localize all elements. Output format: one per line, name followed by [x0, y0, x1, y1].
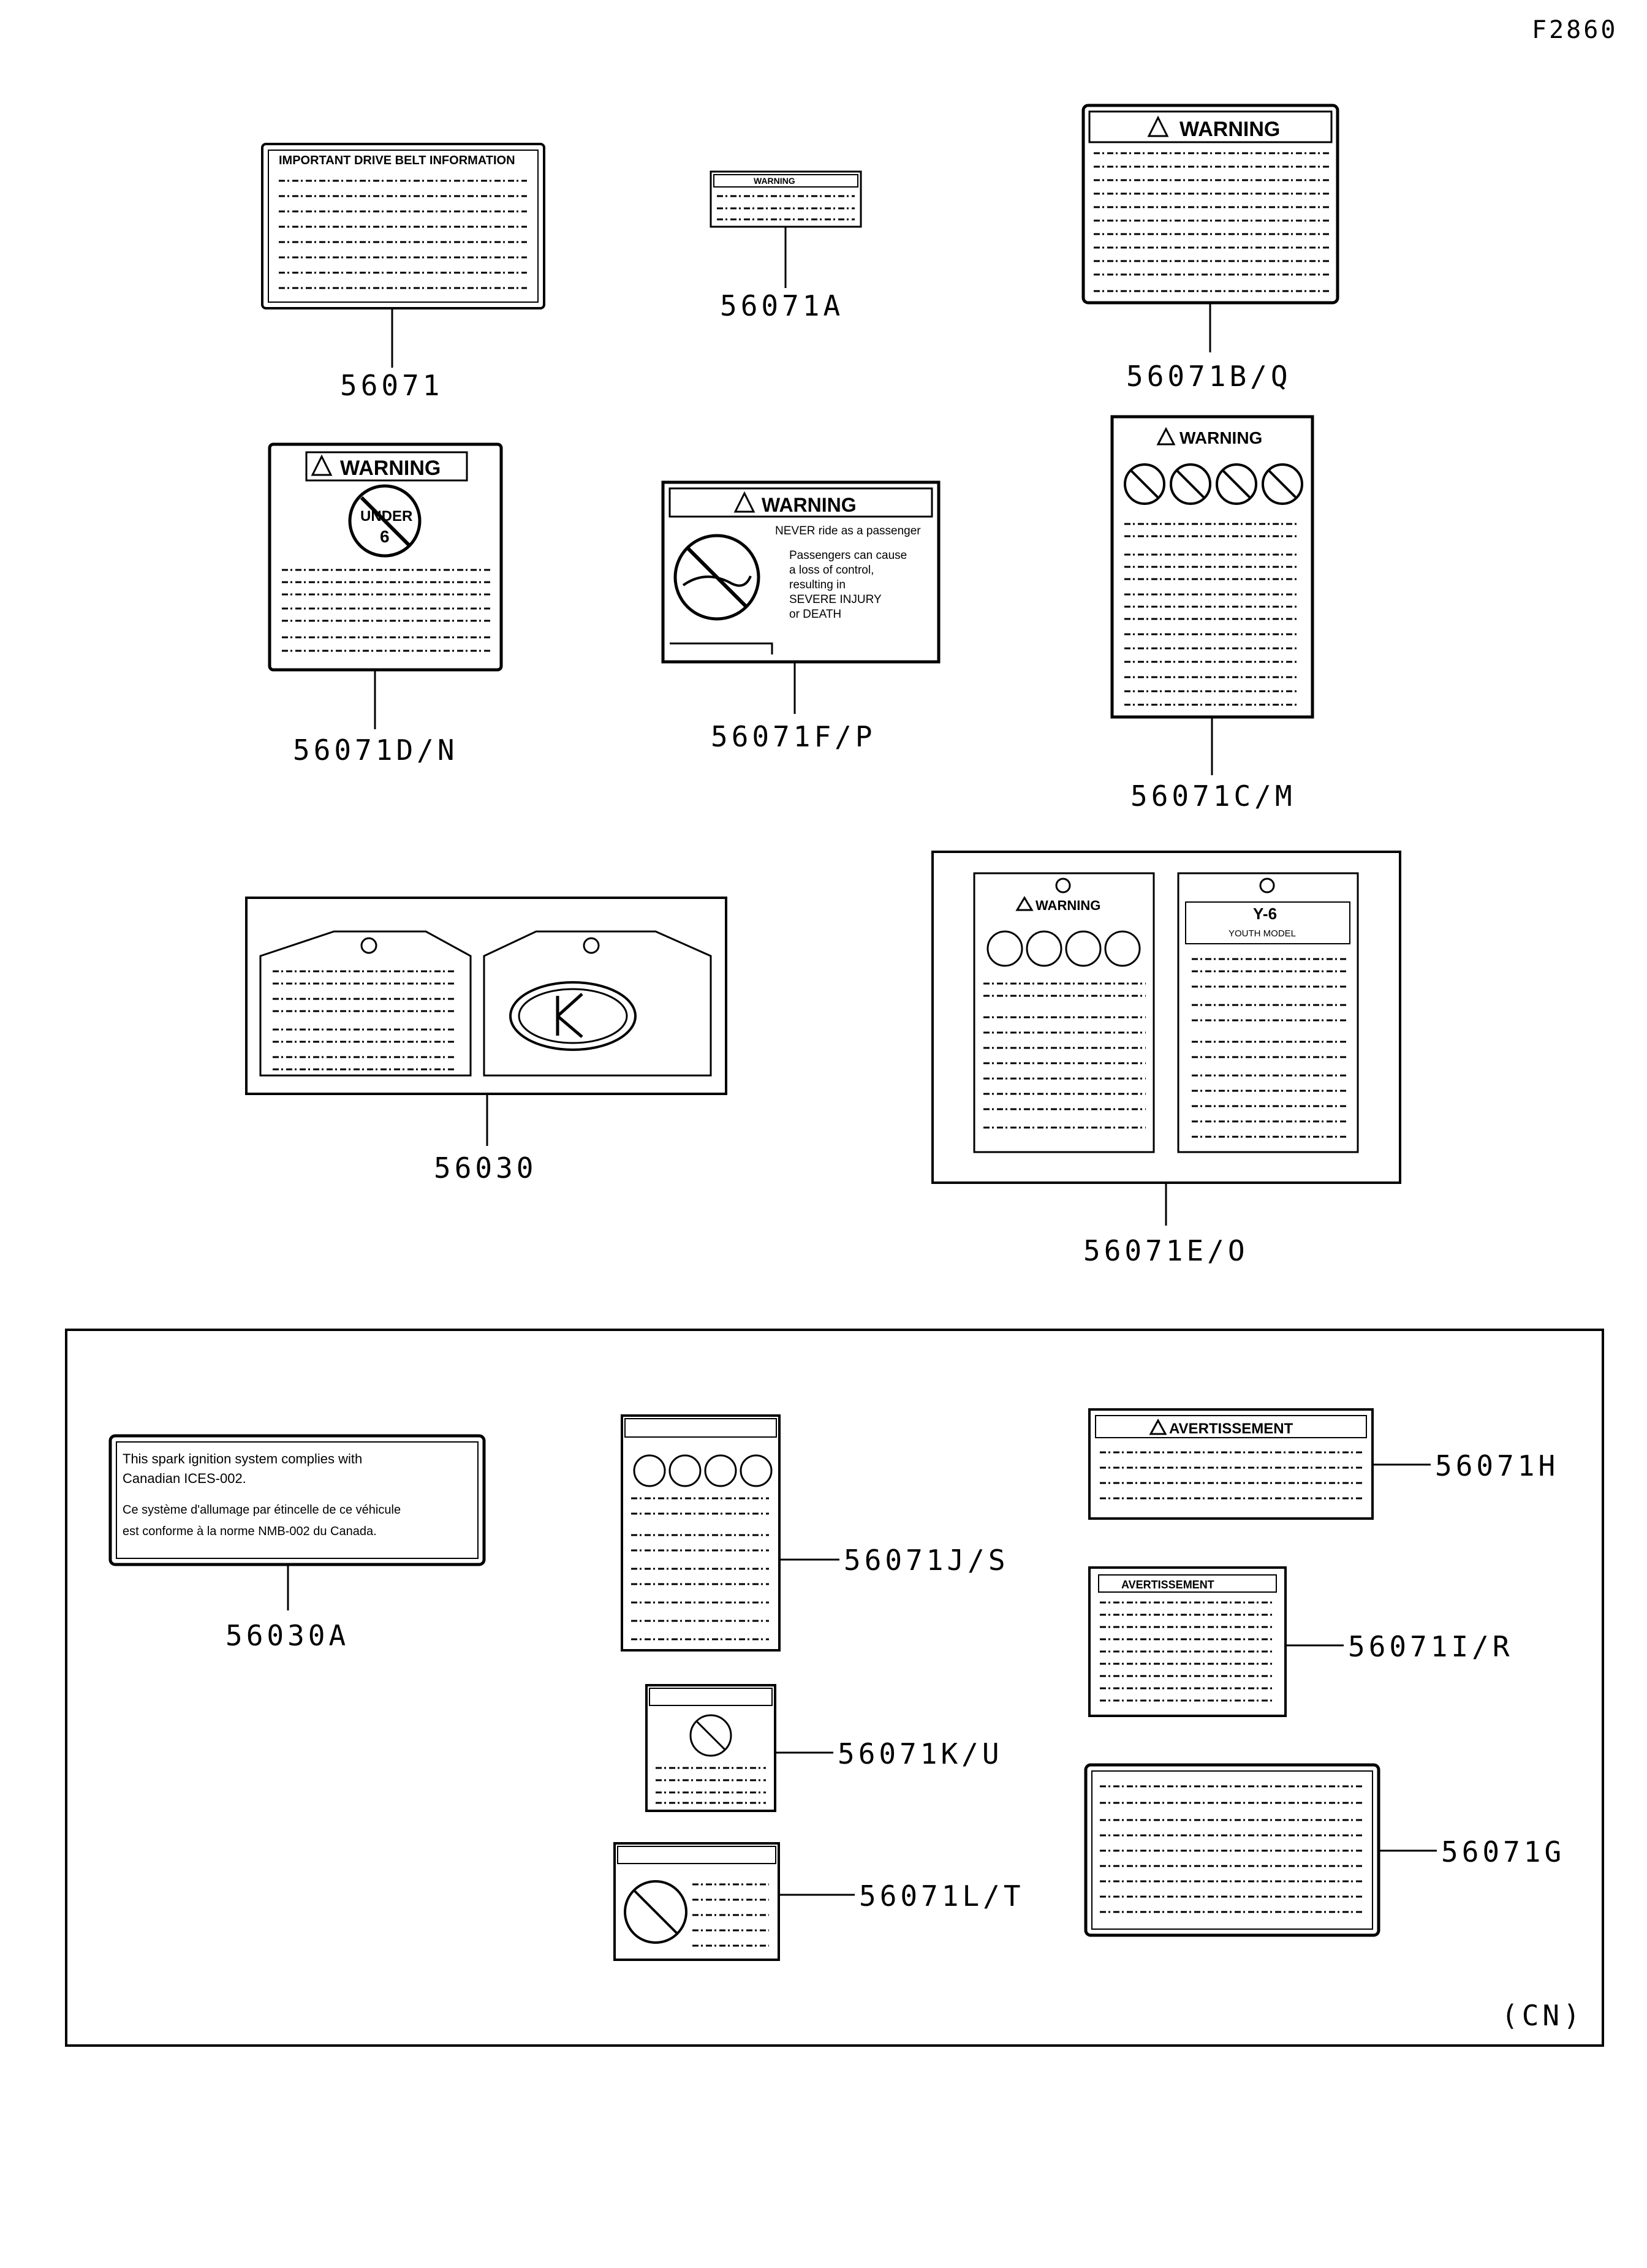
part-number-56030: 56030: [434, 1151, 537, 1185]
passengers-text-4: SEVERE INJURY: [789, 593, 882, 606]
label-56071H: AVERTISSEMENT: [1088, 1408, 1374, 1520]
drive-belt-title: IMPORTANT DRIVE BELT INFORMATION: [279, 154, 515, 167]
label-56071: IMPORTANT DRIVE BELT INFORMATION: [261, 143, 545, 309]
avertissement-h: AVERTISSEMENT: [1169, 1420, 1293, 1437]
warning-dn: WARNING: [340, 457, 441, 480]
part-number-56071H: 56071H: [1435, 1449, 1559, 1482]
warning-small: WARNING: [754, 176, 795, 186]
avertissement-ir: AVERTISSEMENT: [1121, 1579, 1214, 1591]
cn-region-box: [65, 1329, 1604, 2047]
ces-line-3: Ce système d'allumage par étincelle de c…: [123, 1503, 401, 1517]
part-number-56071EO: 56071E/O: [1083, 1234, 1249, 1267]
label-56071G: [1084, 1763, 1380, 1937]
part-number-56030A: 56030A: [225, 1619, 349, 1652]
label-56071DN: WARNING UNDER 6: [268, 442, 503, 672]
warning-bq: WARNING: [1179, 118, 1280, 141]
region-tag: (CN): [1501, 1999, 1584, 2032]
passengers-text-1: Passengers can cause: [789, 549, 907, 562]
part-number-56071JS: 56071J/S: [844, 1544, 1009, 1577]
label-56071LT: [613, 1842, 780, 1961]
youth-title: Y-6: [1253, 905, 1277, 923]
part-number-56071LT: 56071L/T: [859, 1879, 1024, 1913]
part-number-56071DN: 56071D/N: [293, 734, 458, 767]
figure-id: F2860: [1532, 16, 1618, 44]
label-56071JS: [621, 1414, 781, 1652]
part-number-56071BQ: 56071B/Q: [1126, 360, 1292, 393]
part-number-56071FP: 56071F/P: [711, 720, 876, 753]
part-number-56071IR: 56071I/R: [1348, 1630, 1513, 1663]
part-number-56071KU: 56071K/U: [838, 1737, 1003, 1770]
label-56071FP: WARNING NEVER ride as a passenger Passen…: [661, 480, 941, 664]
part-number-56071A: 56071A: [720, 289, 844, 322]
passengers-text-3: resulting in: [789, 578, 846, 591]
label-56071CM: WARNING: [1110, 415, 1314, 719]
label-56071EO: WARNING Y-6 YOUTH MODEL: [931, 851, 1401, 1184]
label-56030A: This spark ignition system complies with…: [108, 1434, 486, 1566]
label-56071A: WARNING: [710, 170, 862, 228]
ces-line-1: This spark ignition system complies with: [123, 1451, 362, 1466]
label-56030: [245, 897, 727, 1095]
under-age: 6: [380, 527, 390, 546]
label-56071IR: AVERTISSEMENT: [1088, 1566, 1287, 1717]
passengers-text-2: a loss of control,: [789, 564, 874, 577]
warning-fp: WARNING: [762, 494, 857, 516]
part-number-56071CM: 56071C/M: [1130, 779, 1296, 813]
part-number-56071: 56071: [340, 369, 443, 402]
warning-cm: WARNING: [1179, 428, 1262, 447]
youth-model: YOUTH MODEL: [1229, 928, 1296, 939]
never-passenger: NEVER ride as a passenger: [775, 525, 921, 537]
label-56071KU: [645, 1684, 776, 1812]
passengers-text-5: or DEATH: [789, 608, 841, 621]
label-56071BQ: WARNING: [1081, 104, 1339, 305]
part-number-56071G: 56071G: [1441, 1835, 1565, 1868]
warning-eo: WARNING: [1036, 898, 1100, 913]
ces-line-4: est conforme à la norme NMB-002 du Canad…: [123, 1525, 377, 1538]
ces-line-2: Canadian ICES-002.: [123, 1471, 246, 1486]
